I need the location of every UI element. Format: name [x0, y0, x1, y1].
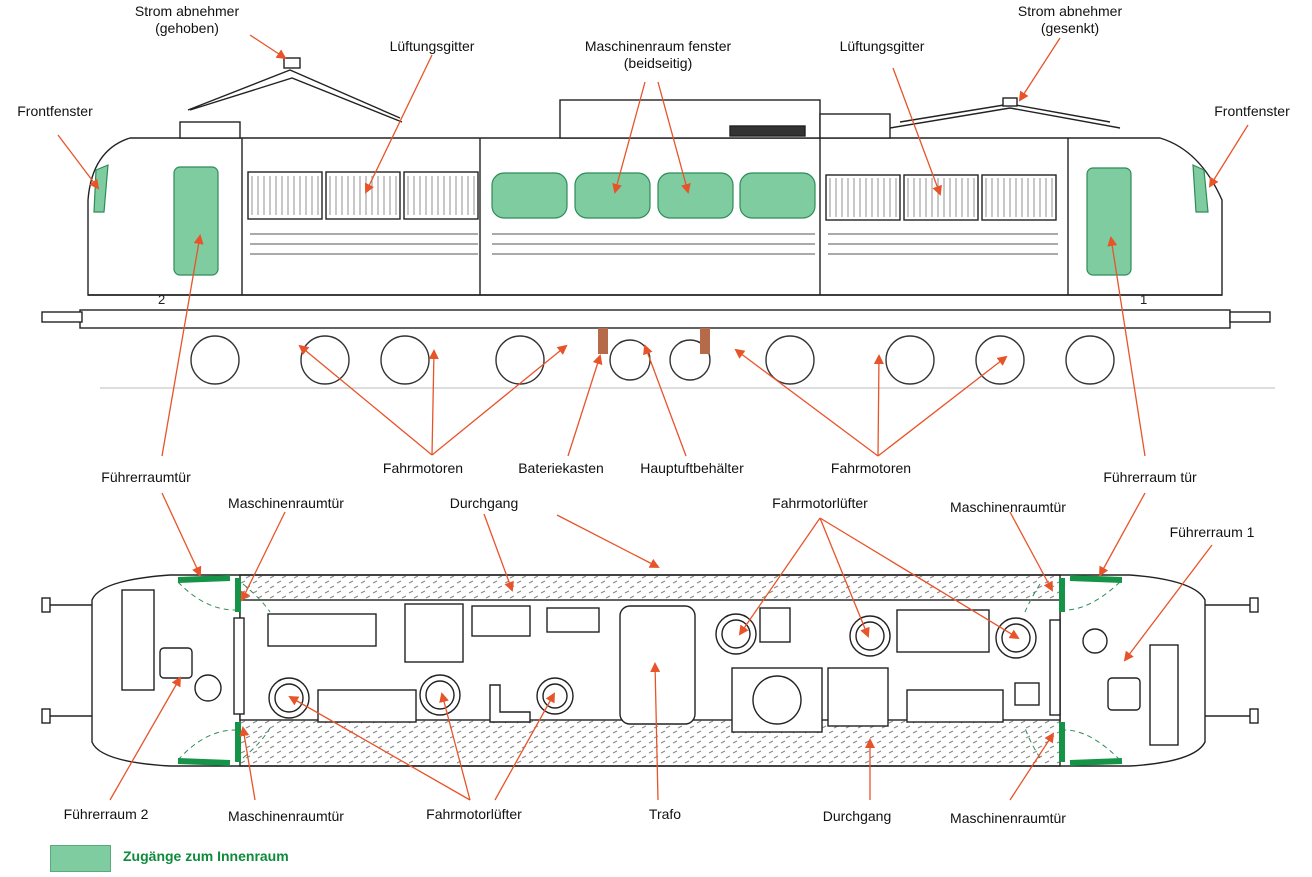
side-frame: [79, 309, 1231, 329]
label-fuehrerraumtuer-right: Führerraum tür: [1103, 469, 1197, 485]
pantograph-raised: [187, 69, 403, 123]
label-maschinenraumtuer-bottom-left: Maschinenraumtür: [228, 808, 344, 824]
engine-room-window-3: [657, 172, 734, 219]
legend-swatch: [50, 845, 111, 872]
label-stromabnehmer-gehoben: Strom abnehmer(gehoben): [134, 3, 240, 36]
front-window-right: [1192, 164, 1209, 213]
label-fuehrerraumtuer-left: Führerraumtür: [101, 469, 191, 485]
label-stromabnehmer-gesenkt: Strom abnehmer(gesenkt): [1017, 3, 1123, 36]
pantograph-lowered: [889, 103, 1121, 129]
bogies: [190, 328, 1115, 385]
cab-number-right: 1: [1140, 292, 1147, 307]
label-durchgang-top: Durchgang: [449, 495, 519, 511]
label-lueftungsgitter-left: Lüftungsgitter: [389, 38, 475, 54]
top-cab-door-1-lower: [1069, 758, 1123, 766]
top-access-doors: [177, 575, 1123, 766]
label-lueftungsgitter-right: Lüftungsgitter: [839, 38, 925, 54]
label-frontfenster-left: Frontfenster: [17, 103, 93, 119]
label-durchgang-bottom: Durchgang: [822, 808, 892, 824]
label-maschinenraumtuer-top-right: Maschinenraumtür: [950, 499, 1066, 515]
label-hauptluftbehaelter: Hauptuftbehälter: [640, 460, 744, 476]
side-access-fills: [93, 164, 1209, 276]
top-cab-door-1-upper: [1069, 575, 1123, 583]
label-fuehrerraum-2: Führerraum 2: [63, 806, 149, 822]
engine-room-window-4: [739, 172, 816, 219]
cab-door-right: [1086, 167, 1132, 276]
label-maschinenraumfenster: Maschinenraum fenster(beidseitig): [584, 38, 732, 71]
top-view: [41, 574, 1259, 767]
leader-arrows: [57, 34, 1249, 801]
ventilation-grilles-left: [247, 171, 479, 220]
engine-room-window-1: [491, 172, 568, 219]
front-window-left: [93, 164, 109, 213]
label-fahrmotorluefter-top: Fahrmotorlüfter: [772, 495, 868, 511]
cab-number-left: 2: [158, 292, 165, 307]
label-bateriekasten: Bateriekasten: [518, 460, 604, 476]
engine-room-window-2: [574, 172, 651, 219]
side-view: [41, 57, 1275, 389]
label-trafo: Trafo: [648, 806, 682, 822]
label-fuehrerraum-1: Führerraum 1: [1169, 524, 1255, 540]
label-fahrmotoren-left: Fahrmotoren: [382, 460, 464, 476]
label-maschinenraumtuer-bottom-right: Maschinenraumtür: [950, 810, 1066, 826]
ventilation-grilles-right: [825, 174, 1057, 221]
top-cab-door-2-lower: [177, 758, 231, 766]
label-fahrmotoren-right: Fahrmotoren: [830, 460, 912, 476]
label-fahrmotorluefter-bottom: Fahrmotorlüfter: [426, 806, 522, 822]
legend-text: Zugänge zum Innenraum: [123, 848, 289, 864]
cab-door-left: [173, 166, 219, 276]
label-maschinenraumtuer-top-left: Maschinenraumtür: [228, 495, 344, 511]
top-cab-door-2-upper: [177, 575, 231, 583]
label-frontfenster-right: Frontfenster: [1214, 103, 1290, 119]
